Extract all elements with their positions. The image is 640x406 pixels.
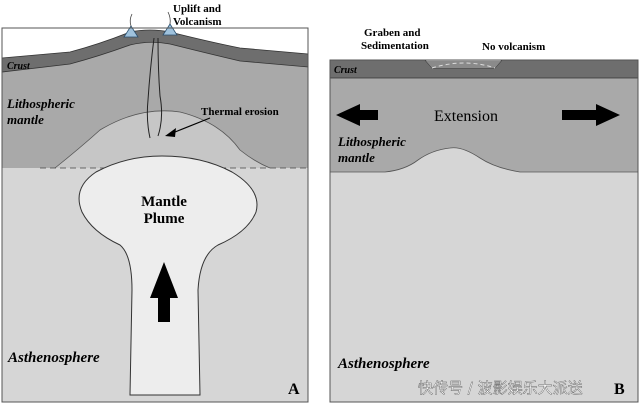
- graben-sediment: [426, 61, 501, 68]
- volcano-left-icon: [123, 25, 139, 38]
- crust-label: Crust: [7, 61, 31, 72]
- panel-b-crust-label: Crust: [334, 65, 358, 76]
- thermal-erosion-pointer: [169, 117, 211, 135]
- volcanism-label: Volcanism: [173, 16, 222, 28]
- extension-right-arrow-icon: [562, 104, 620, 126]
- asthenosphere-label: Asthenosphere: [7, 350, 100, 366]
- panel-b-frame: [329, 59, 639, 403]
- panel-a: Uplift and Volcanism Crust Lithospheric …: [1, 3, 309, 403]
- panel-b-lithospheric-mantle: [330, 78, 638, 172]
- graben-label-1: Graben and: [364, 27, 421, 39]
- thermal-erosion-label: Thermal erosion: [201, 106, 279, 118]
- panel-b-lithospheric-mantle-label-1: Lithospheric: [337, 134, 406, 149]
- panel-b-asthenosphere-label: Asthenosphere: [337, 356, 430, 372]
- plume-up-arrow: [150, 262, 178, 322]
- lithospheric-mantle-label-2: mantle: [7, 112, 44, 127]
- graben-label-2: Sedimentation: [361, 40, 429, 52]
- volcanic-plume-left: [129, 13, 133, 27]
- panel-a-thermal-erosion-boundary: [54, 110, 271, 169]
- panel-a-lithospheric-mantle: [2, 42, 308, 168]
- panel-b-lithosphere-base: [330, 147, 638, 173]
- watermark-text: 快传号 / 波影娱乐大派送: [418, 379, 583, 397]
- panel-b: Graben and Sedimentation No volcanism Cr…: [329, 27, 639, 403]
- thermal-erosion-pointer-head: [165, 128, 176, 137]
- panel-a-thermal-erosion-zone: [55, 110, 270, 168]
- panel-b-letter: B: [614, 381, 625, 398]
- graben-dashed-outline: [431, 62, 496, 69]
- volcanic-conduit-right: [157, 37, 163, 137]
- volcanic-conduit-left: [146, 37, 155, 139]
- lithospheric-mantle-label-1: Lithospheric: [6, 96, 75, 111]
- volcanic-plume-right: [167, 11, 171, 25]
- uplift-label: Uplift and: [173, 3, 221, 15]
- mantle-plume-label-1: Mantle: [141, 194, 187, 210]
- panel-b-lithospheric-mantle-label-2: mantle: [338, 150, 375, 165]
- no-volcanism-label: No volcanism: [482, 41, 545, 53]
- panel-a-frame: [1, 27, 309, 403]
- mantle-plume-label-2: Plume: [144, 211, 185, 227]
- extension-label: Extension: [434, 108, 498, 125]
- volcano-right-icon: [162, 23, 178, 36]
- panel-a-letter: A: [288, 381, 300, 398]
- extension-left-arrow-icon: [336, 104, 378, 126]
